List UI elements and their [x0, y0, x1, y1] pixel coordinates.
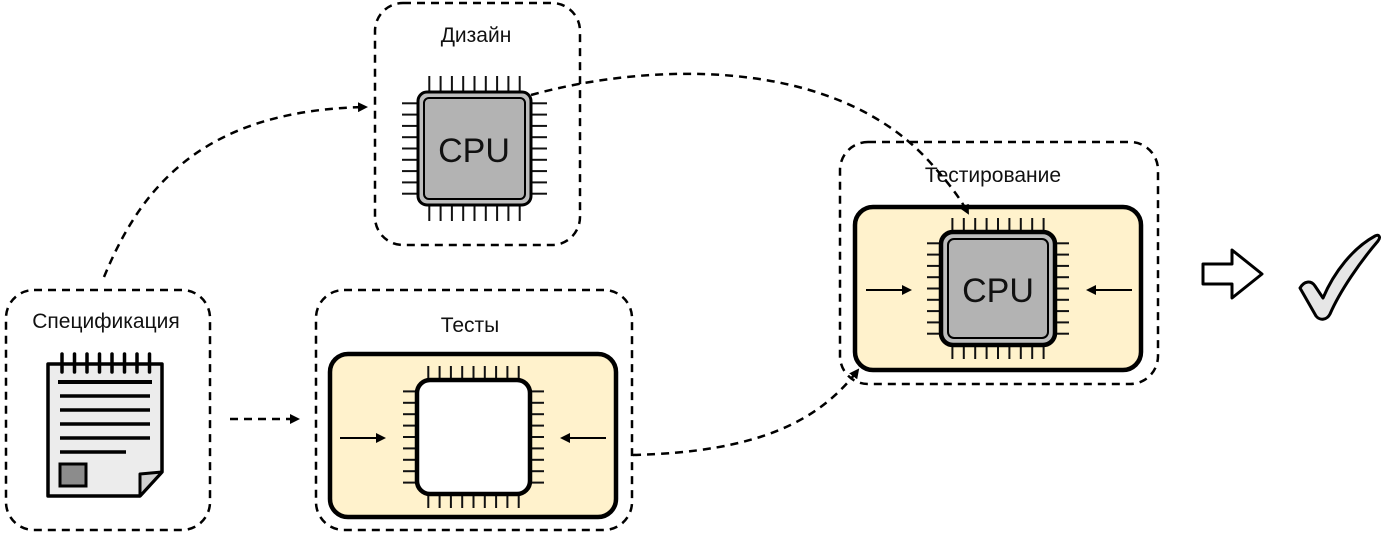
design-chip-label: CPU: [438, 132, 510, 170]
spec-document-icon: [46, 352, 164, 498]
edge-tests-to-testing: [632, 368, 860, 457]
design-chip-pins: [402, 76, 547, 221]
tests-label: Тесты: [441, 314, 500, 337]
hollow-right-arrow-icon: [1201, 248, 1264, 300]
cpu-in-test-bench-icon: CPU: [852, 204, 1144, 373]
testing-label: Тестирование: [925, 164, 1061, 187]
testing-chip-label: CPU: [962, 272, 1034, 310]
spec-group-box: [4, 288, 212, 532]
spec-label: Спецификация: [32, 310, 179, 333]
design-group-box: [373, 1, 582, 247]
edge-design-to-testing: [530, 72, 970, 215]
testing-chip-pins: [927, 218, 1069, 359]
tests-socket-pins: [403, 366, 544, 508]
cpu-chip-icon: CPU: [402, 76, 547, 221]
edge-spec-to-design: [102, 102, 368, 278]
tests-group-box: [314, 288, 634, 532]
testing-group-box: [838, 140, 1160, 386]
spec-spiral-rings: [60, 352, 152, 374]
checkmark-icon: [1298, 233, 1381, 321]
design-label: Дизайн: [441, 24, 512, 47]
empty-chip-socket-icon: [327, 351, 619, 520]
